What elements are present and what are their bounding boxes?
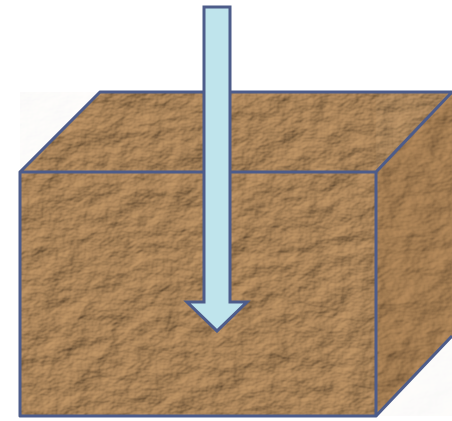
box-front-face [20,172,376,416]
